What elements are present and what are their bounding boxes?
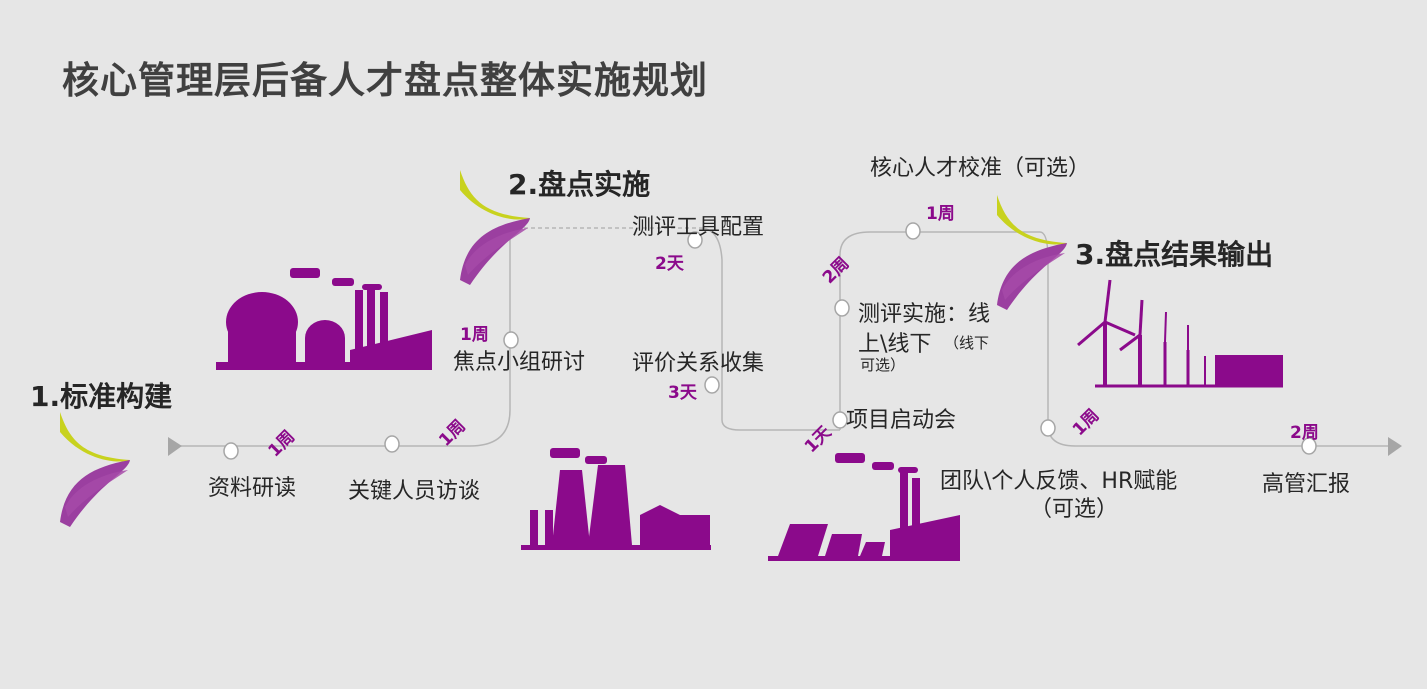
milestone-node[interactable]	[223, 442, 239, 460]
milestone-node[interactable]	[1301, 437, 1317, 455]
duration-label: 1周	[265, 427, 300, 462]
duration-label: 1周	[926, 204, 955, 224]
step-label: 测评实施：线	[858, 302, 991, 327]
milestone-node[interactable]	[905, 222, 921, 240]
wind-farm-icon	[1077, 279, 1283, 388]
step-note: 可选）	[860, 356, 906, 374]
milestone-node[interactable]	[503, 331, 519, 349]
milestone-node[interactable]	[384, 435, 400, 453]
phase-1-title: 1.标准构建	[30, 380, 173, 413]
step-label: 核心人才校准（可选）	[870, 156, 1091, 181]
duration-label: 1周	[1069, 406, 1104, 441]
duration-label: 1天	[801, 422, 836, 457]
step-label: 评价关系收集	[632, 351, 765, 376]
milestone-node[interactable]	[704, 376, 720, 394]
solar-factory-icon	[768, 453, 960, 561]
milestone-node[interactable]	[834, 299, 850, 317]
step-label: 焦点小组研讨	[453, 350, 586, 375]
start-arrow-icon	[168, 437, 182, 456]
leaf-logo-icon	[997, 195, 1067, 310]
phase-3-title: 3.盘点结果输出	[1075, 238, 1274, 271]
duration-label: 2周	[1290, 423, 1319, 443]
duration-label: 2天	[655, 254, 684, 274]
step-note: （线下	[944, 334, 990, 352]
milestone-node[interactable]	[687, 231, 703, 249]
duration-label: 2周	[819, 254, 854, 289]
phase-2-title: 2.盘点实施	[508, 168, 651, 201]
duration-label: 1周	[460, 325, 489, 345]
step-label: （可选）	[1030, 497, 1119, 522]
step-label: 关键人员访谈	[348, 479, 481, 504]
step-label: 高管汇报	[1262, 472, 1351, 497]
milestone-node[interactable]	[1040, 419, 1056, 437]
step-label: 团队\个人反馈、HR赋能	[940, 469, 1178, 494]
page-title: 核心管理层后备人才盘点整体实施规划	[62, 59, 708, 102]
duration-label: 3天	[668, 383, 697, 403]
leaf-logo-icon	[60, 412, 130, 527]
milestone-node[interactable]	[832, 411, 848, 429]
step-label: 资料研读	[208, 476, 297, 501]
step-label: 上\线下	[858, 332, 932, 357]
step-label: 测评工具配置	[632, 215, 765, 240]
power-plant-icon	[521, 448, 711, 550]
chemical-plant-icon	[216, 268, 432, 370]
end-arrow-icon	[1388, 437, 1402, 456]
milestone-nodes	[223, 222, 1317, 460]
step-label: 项目启动会	[846, 408, 957, 433]
